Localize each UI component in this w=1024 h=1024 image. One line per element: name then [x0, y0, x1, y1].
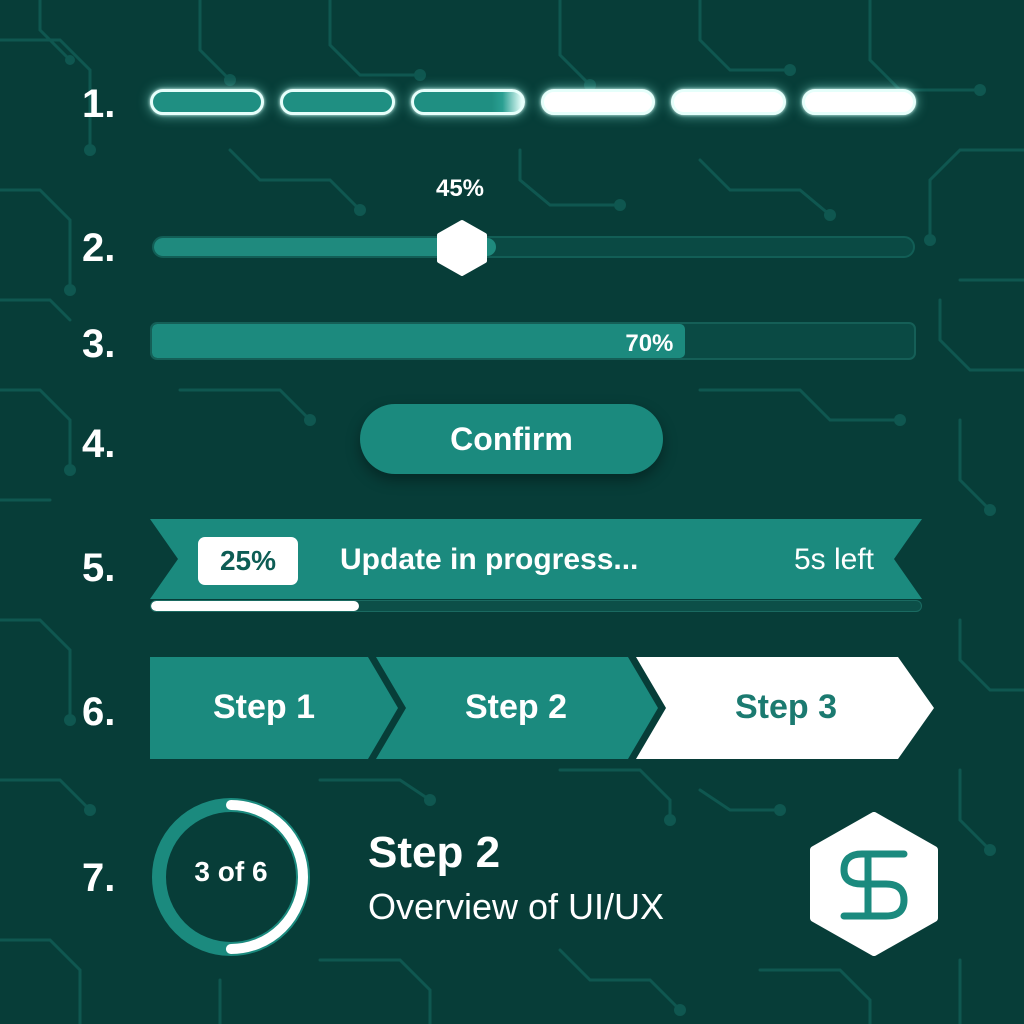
slider-value-label: 45%	[435, 175, 485, 202]
confirm-button[interactable]: Confirm	[360, 404, 663, 474]
step-chevron-3[interactable]: Step 3	[636, 657, 934, 759]
update-progress-bar	[150, 600, 922, 612]
step-1-label: Step 1	[212, 688, 316, 726]
progress-segment	[801, 89, 916, 115]
update-ribbon: 25% Update in progress... 5s left	[150, 519, 922, 599]
progress-segment	[410, 89, 525, 115]
row-number-2: 2.	[82, 226, 116, 270]
update-progress-fill	[151, 601, 359, 611]
progress-segment	[280, 89, 395, 115]
progress-bar-fill: 70%	[152, 324, 686, 358]
progress-bar: 70%	[150, 322, 916, 360]
step-chevrons: Step 1 Step 2 Step 3	[150, 657, 934, 759]
update-status-text: Update in progress...	[340, 543, 639, 576]
progress-bar-label: 70%	[625, 330, 674, 357]
row-number-6: 6.	[82, 690, 116, 734]
step-3-label: Step 3	[734, 688, 838, 726]
progress-ring-label: 3 of 6	[194, 856, 268, 887]
row-number-1: 1.	[82, 82, 116, 126]
current-step-subtitle: Overview of UI/UX	[368, 886, 665, 927]
slider-track[interactable]	[152, 236, 915, 258]
step-chevron-2[interactable]: Step 2	[376, 657, 658, 759]
row-number-3: 3.	[82, 322, 116, 366]
update-eta-text: 5s left	[793, 543, 874, 576]
update-percent-badge: 25%	[198, 537, 298, 585]
row-number-4: 4.	[82, 422, 116, 466]
progress-segment	[540, 89, 656, 115]
current-step-title: Step 2	[368, 828, 501, 877]
progress-segment	[671, 89, 786, 115]
ribbon-banner-shape	[150, 519, 922, 599]
step-chevron-1[interactable]: Step 1	[150, 657, 398, 759]
progress-ring-arc	[154, 800, 308, 954]
slider-fill	[154, 238, 496, 256]
s-hexagon-logo-icon	[810, 812, 938, 956]
progress-segment	[150, 89, 265, 115]
row-number-5: 5.	[82, 546, 116, 590]
step-2-label: Step 2	[464, 688, 568, 726]
progress-ring	[152, 798, 310, 956]
segmented-progress	[150, 89, 916, 117]
row-number-7: 7.	[82, 856, 116, 900]
slider-thumb-hexagon[interactable]	[434, 219, 490, 277]
